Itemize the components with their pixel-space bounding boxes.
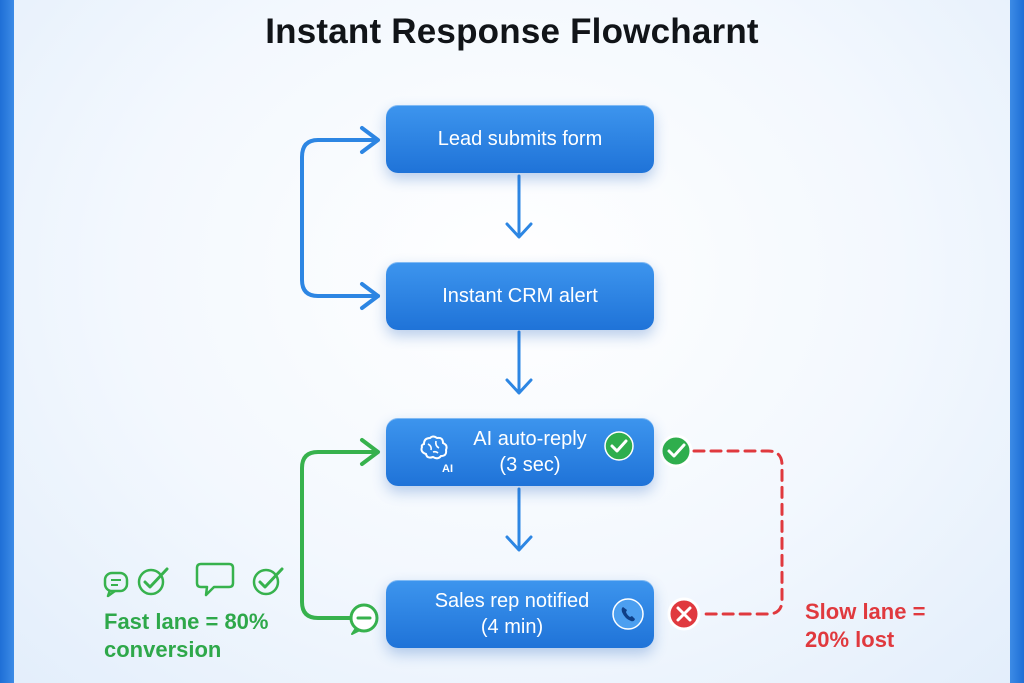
node-label-line1: Sales rep notified xyxy=(434,590,590,612)
loop-arrow-crm-to-lead xyxy=(300,126,380,310)
minus-bubble-icon xyxy=(349,603,379,635)
node-instant-crm-alert: Instant CRM alert xyxy=(386,262,654,330)
fast-lane-connector xyxy=(300,438,380,620)
arrow-lead-to-crm xyxy=(505,174,533,239)
check-circle-icon xyxy=(137,567,169,596)
node-lead-submits-form: Lead submits form xyxy=(386,105,654,173)
node-label-block: AI auto-reply (3 sec) xyxy=(473,426,586,478)
node-label-line1: AI auto-reply xyxy=(473,428,587,450)
slow-lane-connector xyxy=(692,449,784,616)
check-icon xyxy=(604,431,634,468)
slow-lane-line2: 20% lost xyxy=(805,627,895,652)
ai-badge: AI xyxy=(442,463,453,475)
x-icon xyxy=(667,597,701,631)
node-sales-rep-notified: Sales rep notified (4 min) xyxy=(386,580,654,648)
brain-ai-icon: AI xyxy=(416,434,456,475)
speech-bubble-icon xyxy=(195,562,235,597)
node-label: Lead submits form xyxy=(437,128,603,150)
arrow-ai-to-sales xyxy=(505,487,533,552)
chat-icon xyxy=(103,571,129,598)
check-icon xyxy=(659,434,693,468)
fast-lane-line1: Fast lane = 80% xyxy=(104,609,269,634)
node-label-line2: (4 min) xyxy=(480,616,544,638)
arrow-crm-to-ai xyxy=(505,330,533,395)
node-label-line2: (3 sec) xyxy=(499,454,561,476)
phone-icon xyxy=(612,598,644,637)
slow-lane-note: Slow lane = 20% lost xyxy=(805,598,925,654)
node-ai-auto-reply: AI AI auto-reply (3 sec) xyxy=(386,418,654,486)
node-label: Instant CRM alert xyxy=(442,285,598,307)
page-title: Instant Response Flowcharnt xyxy=(265,12,759,51)
fast-lane-line2: conversion xyxy=(104,637,222,662)
fast-lane-note: Fast lane = 80% conversion xyxy=(104,608,268,664)
check-circle-icon xyxy=(252,567,284,596)
slow-lane-line1: Slow lane = xyxy=(805,599,926,624)
node-label-block: Sales rep notified (4 min) xyxy=(435,588,590,640)
